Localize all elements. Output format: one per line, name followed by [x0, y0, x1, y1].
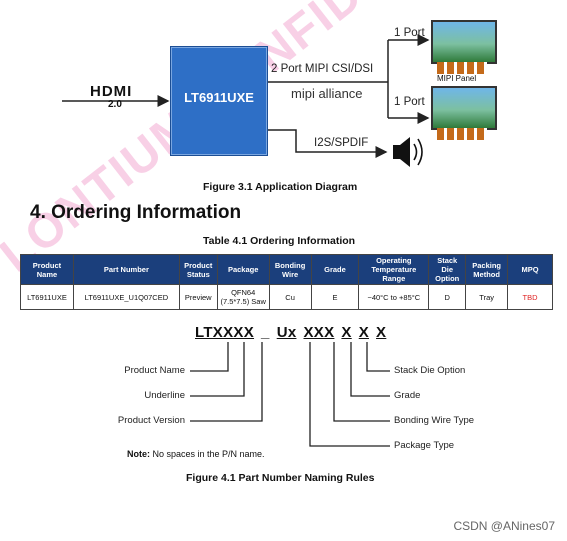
- port-bottom-label: 1 Port: [394, 96, 425, 108]
- pn-version: Ux: [276, 324, 297, 341]
- table-cell: E: [310, 284, 360, 310]
- table-cell: QFN64 (7.5*7.5) Saw: [216, 284, 270, 310]
- legend-underline: Underline: [144, 390, 185, 401]
- legend-grade: Grade: [394, 390, 421, 401]
- header-cell: Part Number: [72, 254, 180, 285]
- connector-package-type: [309, 342, 390, 447]
- table-cell: −40°C to +85°C: [358, 284, 430, 310]
- table-cell: Tray: [465, 284, 509, 310]
- legend-stack-die: Stack Die Option: [394, 365, 466, 376]
- port-top-label: 1 Port: [394, 27, 425, 39]
- connector-underline: [190, 342, 245, 397]
- hdmi-version: 2.0: [108, 99, 122, 110]
- pn-package: XXX: [303, 324, 335, 341]
- table-cell: LT6911UXE_U1Q07CED: [72, 284, 180, 310]
- connector-bonding-wire: [333, 342, 390, 422]
- table-cell: LT6911UXE: [20, 284, 74, 310]
- audio-arrow: [266, 129, 388, 158]
- panel-connector: [437, 62, 487, 74]
- speaker-wave-icon: [417, 138, 423, 166]
- table-cell: D: [428, 284, 467, 310]
- table-cell: Preview: [178, 284, 218, 310]
- note-text: No spaces in the P/N name.: [150, 449, 265, 459]
- header-cell: Packing Method: [465, 254, 509, 285]
- naming-note: Note: No spaces in the P/N name.: [127, 449, 265, 459]
- chip-block: LT6911UXE: [170, 46, 268, 156]
- pn-stack: X: [376, 324, 387, 341]
- connector-product-name: [190, 342, 229, 372]
- panel-connector: [437, 128, 487, 140]
- header-cell: Operating Temperature Range: [358, 254, 430, 285]
- connector-product-version: [190, 342, 263, 422]
- mipi-panel-top: [431, 20, 497, 64]
- speaker-icon: [393, 137, 410, 167]
- table-cell: Cu: [268, 284, 312, 310]
- ordering-table: Product Name Part Number Product Status …: [20, 254, 553, 310]
- header-cell: Grade: [310, 254, 360, 285]
- header-cell: Bonding Wire: [268, 254, 312, 285]
- figure-4-1-caption: Figure 4.1 Part Number Naming Rules: [186, 472, 375, 484]
- table-cell-mpq: TBD: [507, 284, 553, 310]
- legend-bonding-wire: Bonding Wire Type: [394, 415, 475, 426]
- table-caption: Table 4.1 Ordering Information: [203, 235, 356, 247]
- header-cell: Product Status: [178, 254, 218, 285]
- table-header-row: Product Name Part Number Product Status …: [20, 254, 553, 285]
- note-label: Note:: [127, 449, 150, 459]
- pn-bonding: X: [341, 324, 352, 341]
- header-cell: MPQ: [507, 254, 553, 285]
- mipi-alliance-logo: mipi alliance: [291, 86, 363, 101]
- connector-stack-die: [366, 342, 390, 372]
- legend-product-version: Product Version: [117, 415, 185, 426]
- pn-product-name: LTXXXX: [195, 324, 255, 341]
- connector-grade: [350, 342, 390, 397]
- panel-label: MIPI Panel: [437, 74, 477, 83]
- application-diagram: [62, 34, 430, 167]
- figure-3-1-caption: Figure 3.1 Application Diagram: [203, 181, 358, 193]
- hdmi-logo: HDMI: [90, 83, 133, 100]
- table-row: LT6911UXE LT6911UXE_U1Q07CED Preview QFN…: [20, 284, 553, 310]
- section-title: 4. Ordering Information: [30, 202, 242, 223]
- chip-label: LT6911UXE: [184, 90, 254, 105]
- mipi-panel-bottom: [431, 86, 497, 130]
- credit-label: CSDN @ANines07: [453, 519, 555, 533]
- header-cell: Product Name: [20, 254, 74, 285]
- legend-product-name: Product Name: [124, 365, 185, 376]
- speaker-wave-icon: [413, 143, 418, 161]
- legend-package-type: Package Type: [394, 440, 455, 451]
- mipi-link-label: 2 Port MIPI CSI/DSI: [271, 63, 374, 75]
- pn-separator: _: [261, 324, 270, 341]
- header-cell: Stack Die Option: [428, 254, 467, 285]
- audio-link-label: I2S/SPDIF: [314, 137, 369, 149]
- pn-grade: X: [358, 324, 370, 341]
